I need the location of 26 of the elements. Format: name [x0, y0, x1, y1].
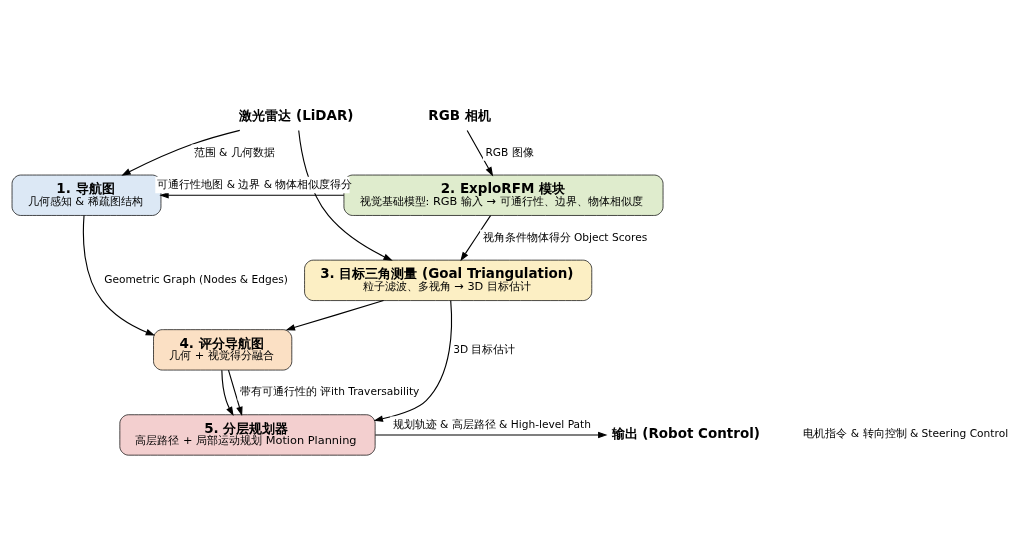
- arrow: [373, 299, 453, 422]
- edge-label: 视角条件物体得分 Object Scores: [482, 230, 648, 244]
- edge-label: 可通行性地图 & 边界 & 物体相似度得分: [157, 177, 353, 191]
- label: 电机指令 & 转向控制 & Steering Control: [803, 426, 1009, 440]
- arrow: [227, 369, 243, 416]
- edge-label: 3D 目标估计: [453, 342, 516, 356]
- node-text: RGB 相机: [428, 106, 491, 123]
- edge-label: 规划轨迹 & 高层路径 & High-level Path: [392, 417, 592, 431]
- arrow: [159, 191, 345, 199]
- arrow: [298, 129, 393, 261]
- arrow: [285, 299, 385, 331]
- node-box: 5. 分层规划器 高层路径 + 局部运动规划 Motion Planning: [119, 413, 376, 455]
- edge-label: RGB 图像: [485, 145, 534, 159]
- arrow: [82, 214, 156, 336]
- edge-label: 带有可通行性的 评ith Traversability: [239, 384, 420, 398]
- arrow: [374, 431, 608, 438]
- edge-label: Geometric Graph (Nodes & Edges): [104, 272, 288, 286]
- node-box: 4. 评分导航图 几何 + 视觉得分融合: [153, 328, 293, 370]
- node-text: 输出 (Robot Control): [611, 424, 760, 441]
- node-box: 3. 目标三角测量 (Goal Triangulation) 粒子滤波、多视角 → 3D 目标估计: [304, 259, 593, 301]
- node-text: 激光雷达 (LiDAR): [239, 106, 354, 123]
- edge-label: 范围 & 几何数据: [193, 145, 275, 159]
- arrow: [221, 369, 234, 416]
- arrow: [466, 129, 494, 176]
- arrow: [121, 129, 241, 176]
- arrow: [460, 214, 492, 261]
